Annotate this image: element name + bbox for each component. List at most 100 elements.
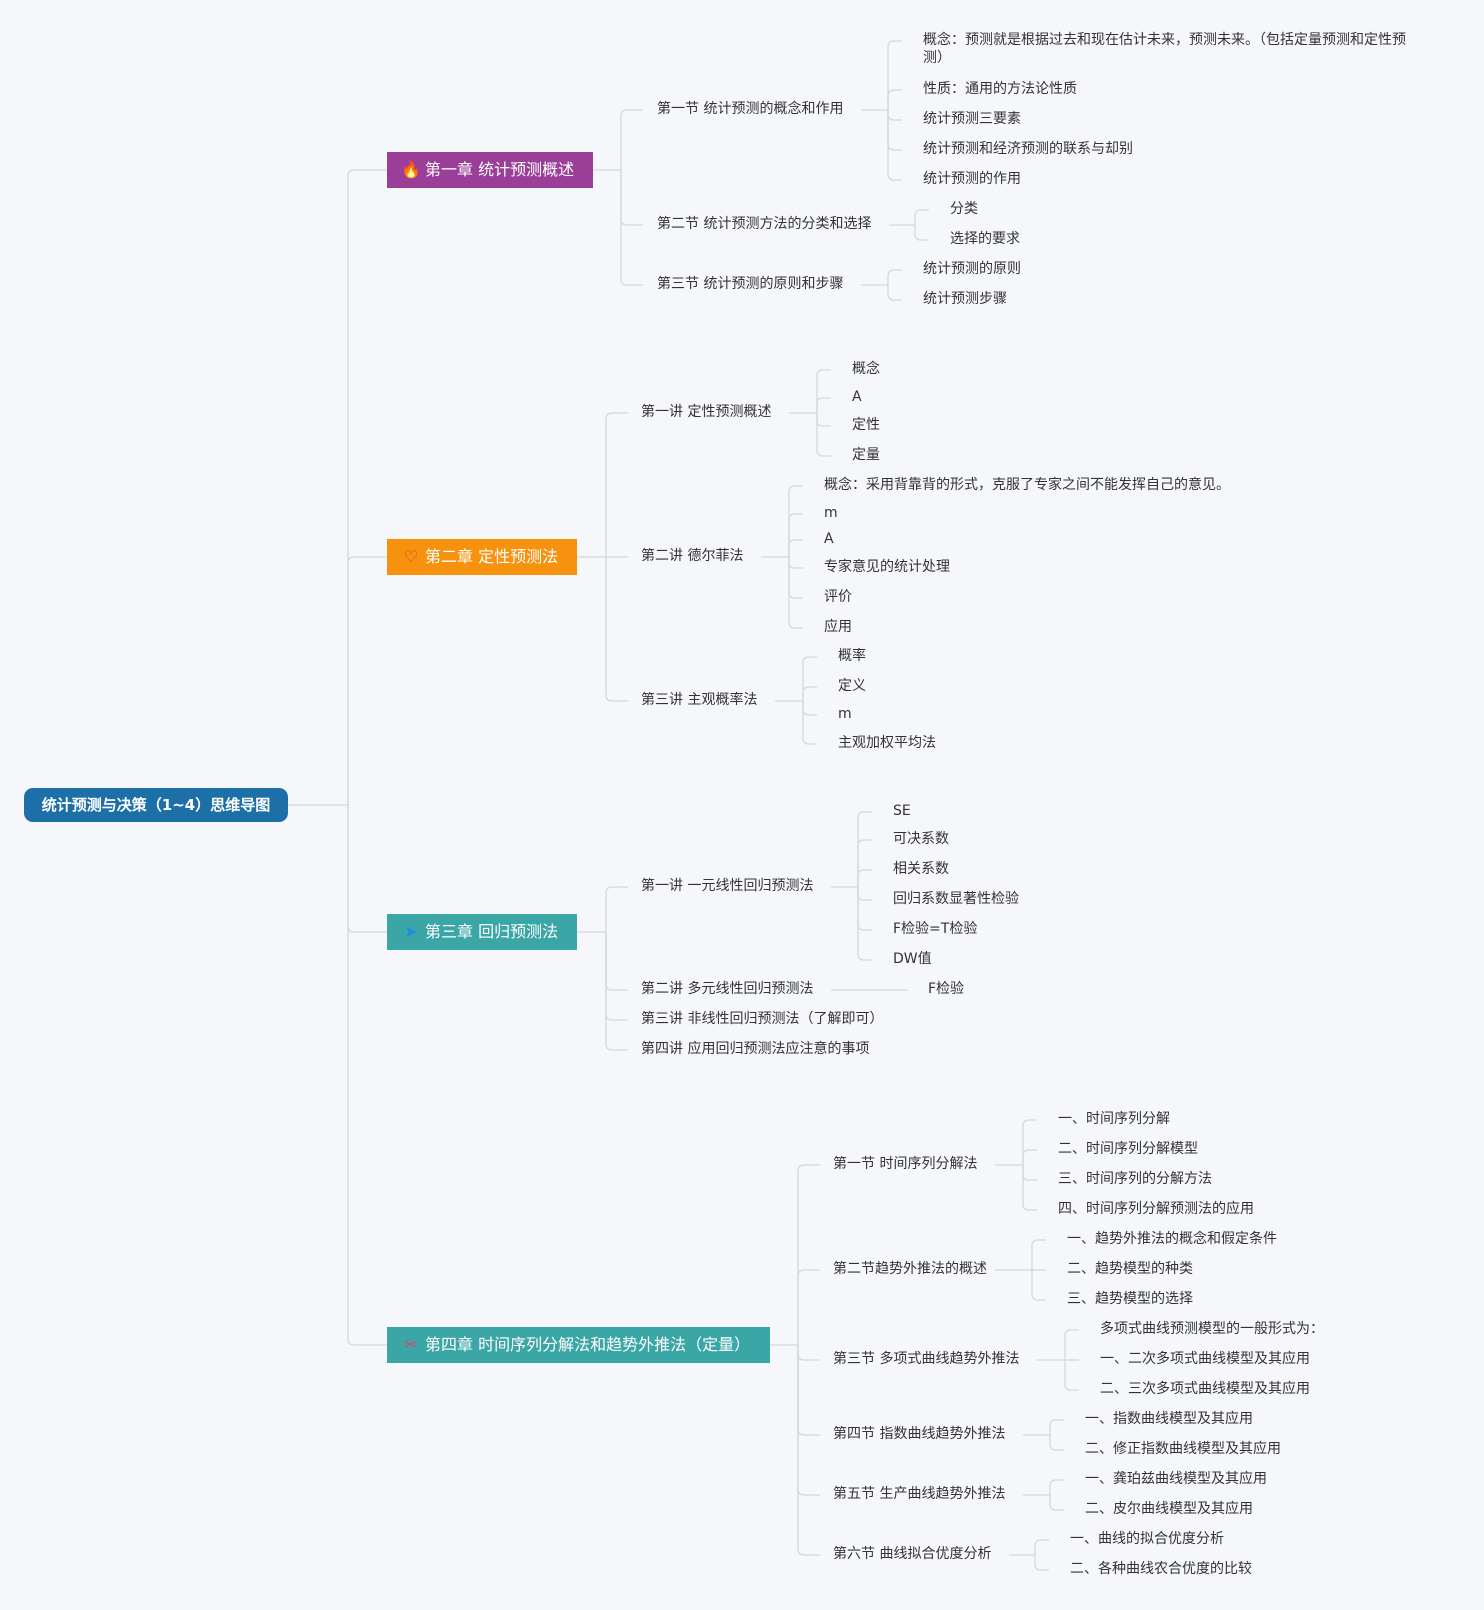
c3-connector-branch-3 xyxy=(605,932,628,1051)
c3-connector-branch-2 xyxy=(605,932,628,1021)
c4-s1-item-1[interactable]: 一、时间序列分解 xyxy=(1058,1111,1170,1127)
c1-s1-topic[interactable]: 第一节 统计预测的概念和作用 xyxy=(657,101,844,117)
c4-s6-connector-branch-1 xyxy=(1034,1555,1049,1571)
c4-s6-connector-branch-0 xyxy=(1034,1539,1049,1555)
c4-s6-topic[interactable]: 第六节 曲线拟合优度分析 xyxy=(833,1546,992,1562)
paper-plane-icon: ➤ xyxy=(404,922,418,941)
c3-s1-topic[interactable]: 第一讲 一元线性回归预测法 xyxy=(641,878,814,894)
chapter-2[interactable]: ♡第二章 定性预测法 xyxy=(387,539,577,575)
c1-s3-item-2[interactable]: 统计预测步骤 xyxy=(923,291,1007,307)
chapter-4[interactable]: ✂ 第四章 时间序列分解法和趋势外推法（定量） xyxy=(387,1327,770,1363)
chapter-1[interactable]: 🔥第一章 统计预测概述 xyxy=(387,152,593,188)
c4-s1-item-4[interactable]: 四、时间序列分解预测法的应用 xyxy=(1058,1201,1254,1217)
c2-s2-connector-branch-1 xyxy=(788,513,803,557)
c1-s1-item-1[interactable]: 概念：预测就是根据过去和现在估计未来，预测未来。（包括定量预测和定性预测） xyxy=(923,32,1406,66)
c4-s2-item-3[interactable]: 三、趋势模型的选择 xyxy=(1067,1291,1193,1307)
c4-s1-topic[interactable]: 第一节 时间序列分解法 xyxy=(833,1156,978,1172)
c4-s4-item-2[interactable]: 二、修正指数曲线模型及其应用 xyxy=(1085,1441,1281,1457)
c3-s1-item-2[interactable]: 可决系数 xyxy=(893,831,949,847)
root-topic[interactable]: 统计预测与决策（1~4）思维导图 xyxy=(24,788,288,822)
c2-s1-item-3[interactable]: 定性 xyxy=(852,417,880,433)
c3-connector-branch-0 xyxy=(605,886,628,932)
c2-s2-topic[interactable]: 第二讲 德尔菲法 xyxy=(641,548,744,564)
c2-s2-item-3[interactable]: A xyxy=(824,531,834,547)
c4-s4-item-1[interactable]: 一、指数曲线模型及其应用 xyxy=(1085,1411,1253,1427)
c4-s2-item-1[interactable]: 一、趋势外推法的概念和假定条件 xyxy=(1067,1231,1277,1247)
c3-s1-item-1[interactable]: SE xyxy=(893,803,911,819)
c4-s3-item-3[interactable]: 二、三次多项式曲线模型及其应用 xyxy=(1100,1381,1310,1397)
c1-s1-item-5[interactable]: 统计预测的作用 xyxy=(923,171,1021,187)
c4-s3-item-1[interactable]: 多项式曲线预测模型的一般形式为： xyxy=(1100,1321,1324,1337)
c1-s3-connector-branch-0 xyxy=(887,269,902,285)
c4-s5-connector-branch-0 xyxy=(1049,1479,1064,1495)
c2-s2-item-6[interactable]: 应用 xyxy=(824,619,852,635)
c1-s2-topic[interactable]: 第二节 统计预测方法的分类和选择 xyxy=(657,216,872,232)
c2-s1-item-4[interactable]: 定量 xyxy=(852,447,880,463)
c1-connector-branch-1 xyxy=(620,170,643,226)
c4-s2-item-2[interactable]: 二、趋势模型的种类 xyxy=(1067,1261,1193,1277)
flame-icon: 🔥 xyxy=(401,160,421,179)
c3-s1-connector-branch-2 xyxy=(857,869,872,887)
c1-s2-item-1[interactable]: 分类 xyxy=(950,201,978,217)
c2-s2-item-1[interactable]: 概念：采用背靠背的形式，克服了专家之间不能发挥自己的意见。 xyxy=(824,477,1230,493)
c4-connector-branch-2 xyxy=(797,1345,820,1361)
c1-s1-item-2[interactable]: 性质：通用的方法论性质 xyxy=(923,81,1077,97)
c1-s2-item-2[interactable]: 选择的要求 xyxy=(950,231,1020,247)
c1-connector-branch-0 xyxy=(620,109,643,170)
c4-s6-item-1[interactable]: 一、曲线的拟合优度分析 xyxy=(1070,1531,1224,1547)
tools-icon: ✂ xyxy=(404,1335,418,1354)
c3-s1-item-6[interactable]: DW值 xyxy=(893,951,932,967)
root-connector-branch-3 xyxy=(347,805,387,1346)
c1-connector-branch-2 xyxy=(620,170,643,286)
c4-s5-item-1[interactable]: 一、龚珀兹曲线模型及其应用 xyxy=(1085,1471,1267,1487)
c3-s1-connector-branch-3 xyxy=(857,887,872,901)
c4-s1-connector-branch-3 xyxy=(1022,1165,1037,1211)
c3-s1-item-5[interactable]: F检验=T检验 xyxy=(893,921,978,937)
c4-s2-connector-branch-0 xyxy=(1031,1239,1046,1270)
c3-s2-item-1[interactable]: F检验 xyxy=(928,981,965,997)
c1-s2-connector-branch-1 xyxy=(914,225,929,241)
c3-s1-item-3[interactable]: 相关系数 xyxy=(893,861,949,877)
c3-s1-item-4[interactable]: 回归系数显著性检验 xyxy=(893,891,1019,907)
c2-s3-item-1[interactable]: 概率 xyxy=(838,648,866,664)
c4-s3-connector-branch-2 xyxy=(1064,1360,1079,1391)
chapter-3[interactable]: ➤第三章 回归预测法 xyxy=(387,914,577,950)
c1-s1-item-3[interactable]: 统计预测三要素 xyxy=(923,111,1021,127)
c2-s1-item-1[interactable]: 概念 xyxy=(852,361,880,377)
c4-s1-item-2[interactable]: 二、时间序列分解模型 xyxy=(1058,1141,1198,1157)
c4-s4-topic[interactable]: 第四节 指数曲线趋势外推法 xyxy=(833,1426,1006,1442)
c3-s1-connector-branch-0 xyxy=(857,811,872,887)
chapter-title: 第一章 统计预测概述 xyxy=(425,160,575,179)
chapter-title: 第四章 时间序列分解法和趋势外推法（定量） xyxy=(425,1335,751,1354)
c2-s3-connector-branch-3 xyxy=(802,701,817,745)
c2-s3-topic[interactable]: 第三讲 主观概率法 xyxy=(641,692,758,708)
c3-s3-topic[interactable]: 第三讲 非线性回归预测法（了解即可） xyxy=(641,1011,884,1027)
c4-s5-item-2[interactable]: 二、皮尔曲线模型及其应用 xyxy=(1085,1501,1253,1517)
c4-s3-item-2[interactable]: 一、二次多项式曲线模型及其应用 xyxy=(1100,1351,1310,1367)
c2-s2-connector-branch-0 xyxy=(788,485,803,557)
c4-s2-topic[interactable]: 第二节趋势外推法的概述 xyxy=(833,1261,987,1277)
c2-s2-item-4[interactable]: 专家意见的统计处理 xyxy=(824,559,950,575)
root-connector-branch-0 xyxy=(347,169,387,805)
c1-s3-item-1[interactable]: 统计预测的原则 xyxy=(923,261,1021,277)
c4-s6-item-2[interactable]: 二、各种曲线农合优度的比较 xyxy=(1070,1561,1252,1577)
c2-s1-item-2[interactable]: A xyxy=(852,389,862,405)
c2-connector-branch-0 xyxy=(605,412,628,557)
c2-s2-item-2[interactable]: m xyxy=(824,505,838,521)
c2-s2-item-5[interactable]: 评价 xyxy=(824,589,852,605)
c2-s1-topic[interactable]: 第一讲 定性预测概述 xyxy=(641,404,772,420)
c3-s2-topic[interactable]: 第二讲 多元线性回归预测法 xyxy=(641,981,814,997)
c4-s1-item-3[interactable]: 三、时间序列的分解方法 xyxy=(1058,1171,1212,1187)
c4-s2-connector-branch-2 xyxy=(1031,1270,1046,1301)
c4-s3-topic[interactable]: 第三节 多项式曲线趋势外推法 xyxy=(833,1351,1020,1367)
c3-s4-topic[interactable]: 第四讲 应用回归预测法应注意的事项 xyxy=(641,1041,870,1057)
c2-s3-item-4[interactable]: 主观加权平均法 xyxy=(838,735,936,751)
c2-s3-connector-branch-1 xyxy=(802,686,817,701)
c2-s3-item-2[interactable]: 定义 xyxy=(838,678,866,694)
c1-s1-item-4[interactable]: 统计预测和经济预测的联系与却别 xyxy=(923,141,1133,157)
c2-s3-item-3[interactable]: m xyxy=(838,706,852,722)
c4-s5-topic[interactable]: 第五节 生产曲线趋势外推法 xyxy=(833,1486,1006,1502)
c1-s3-topic[interactable]: 第三节 统计预测的原则和步骤 xyxy=(657,276,844,292)
chapter-title: 第二章 定性预测法 xyxy=(425,547,559,566)
